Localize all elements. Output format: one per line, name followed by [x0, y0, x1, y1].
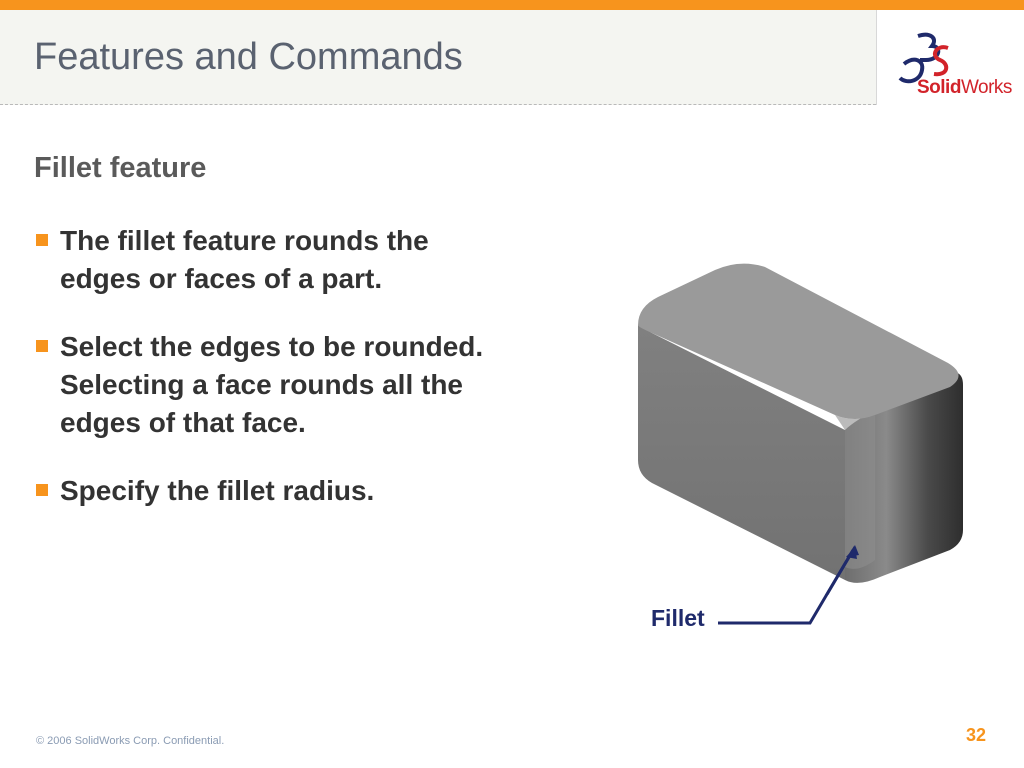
bullet-text: edges or faces of a part. [60, 263, 383, 294]
bullet-item: Specify the fillet radius. [36, 472, 596, 510]
page-number: 32 [966, 725, 987, 745]
bullet-item: The fillet feature rounds the edges or f… [36, 222, 596, 298]
bullet-list: The fillet feature rounds the edges or f… [36, 222, 596, 540]
fillet-callout-label: Fillet [651, 605, 705, 631]
bullet-text: edges of that face. [60, 407, 306, 438]
header-divider [0, 104, 876, 105]
bullet-text: The fillet feature rounds the [60, 225, 429, 256]
bullet-square-icon [36, 234, 48, 246]
footer-copyright: © 2006 SolidWorks Corp. Confidential. [36, 735, 225, 747]
bullet-item: Select the edges to be rounded. Selectin… [36, 328, 596, 442]
filleted-block-illustration [638, 263, 963, 595]
solidworks-logo: SolidWorks [917, 77, 1012, 99]
3ds-logo-icon [898, 32, 949, 84]
page-title: Features and Commands [34, 36, 463, 78]
bullet-text: Selecting a face rounds all the [60, 369, 464, 400]
logo-works: Works [960, 77, 1012, 98]
bullet-text: Select the edges to be rounded. [60, 331, 484, 362]
bullet-text: Specify the fillet radius. [60, 475, 375, 506]
bullet-square-icon [36, 340, 48, 352]
fillet-callout-arrow-icon [718, 547, 857, 625]
top-accent-bar [0, 0, 1024, 10]
section-subtitle: Fillet feature [34, 152, 207, 184]
logo-solid: Solid [917, 77, 961, 98]
bullet-square-icon [36, 484, 48, 496]
header-band [0, 10, 876, 105]
header-logo-separator [876, 10, 877, 105]
